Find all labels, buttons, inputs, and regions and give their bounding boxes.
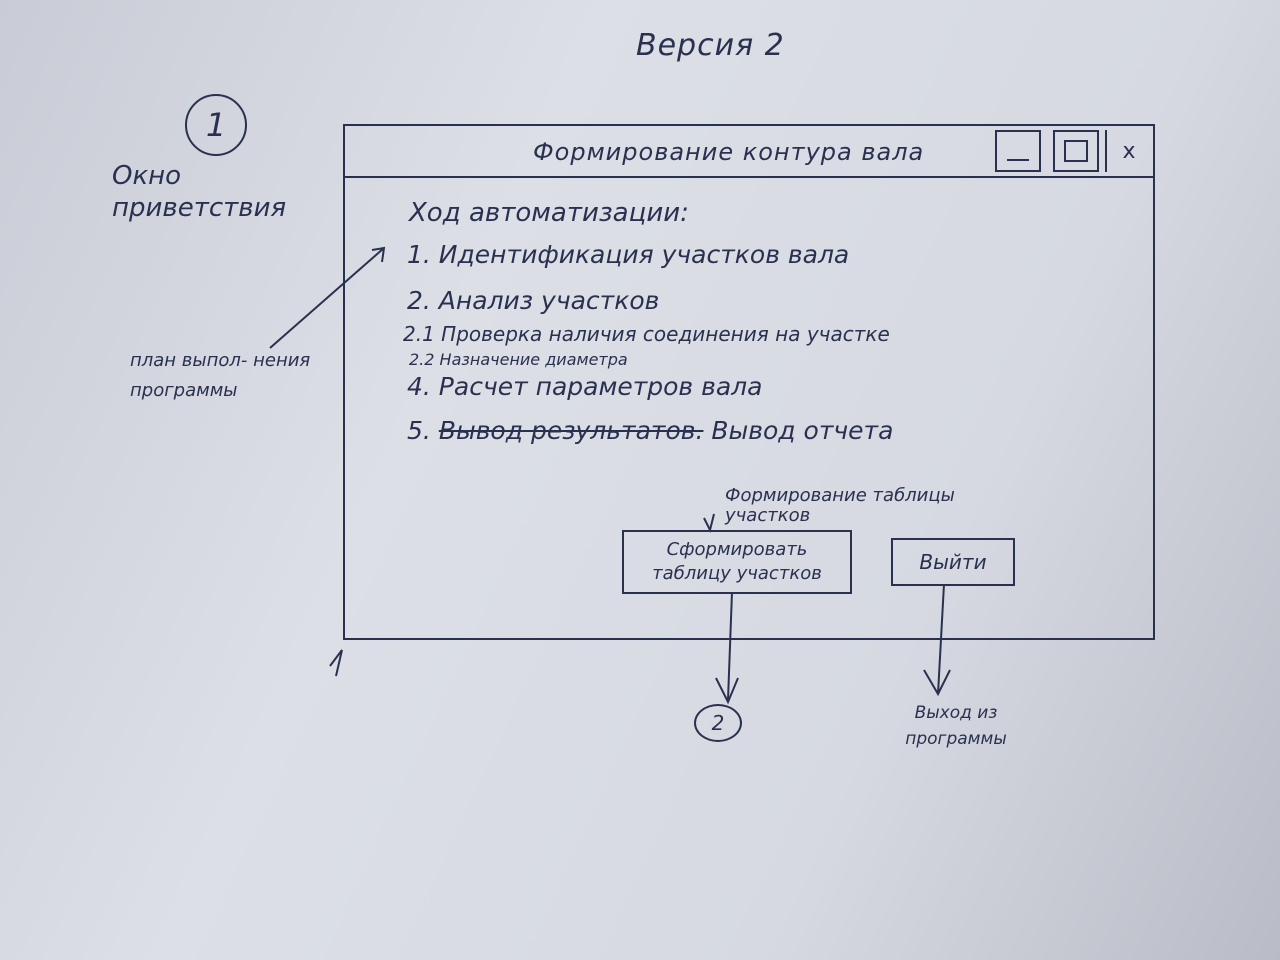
version-title: Версия 2 [636,28,785,63]
maximize-button[interactable] [1053,130,1099,172]
maximize-icon [1064,140,1088,162]
plan-arrow [269,247,385,349]
close-button[interactable]: x [1105,130,1151,172]
process-heading: Ход автоматизации: [409,198,689,228]
check-mark [703,513,715,533]
step-item: 1. Идентификация участков вала [407,240,850,269]
form-table-arrow [727,591,733,701]
struck-text: Вывод результатов. [438,416,704,445]
form-table-arrowhead [715,677,739,705]
exit-annotation: Выход из программы [905,703,1007,749]
form-table-button[interactable]: Сформировать таблицу участков [622,530,852,594]
plan-arrowhead [371,246,386,263]
step-item: 5. Вывод результатов. Вывод отчета [407,416,893,445]
exit-arrow [937,583,945,695]
form-table-note: Формирование таблицы участков [725,485,955,526]
step-item: 4. Расчет параметров вала [407,372,763,401]
window-title: Формирование контура вала [533,138,925,166]
window-titlebar: Формирование контура вала x [345,126,1153,178]
exit-button[interactable]: Выйти [891,538,1015,586]
welcome-window: Формирование контура вала x Ход автомати… [343,124,1155,640]
substep-item: 2.2 Назначение диаметра [409,350,628,369]
plan-annotation: план выпол- нения программы [130,350,311,401]
exit-arrowhead [923,669,951,697]
screen-name-label: Окно приветствия [112,161,287,223]
screen-2-reference: 2 [694,704,742,742]
screen-number-badge: 1 [185,94,247,156]
minimize-button[interactable] [995,130,1041,172]
window-bottom-edge [345,638,1153,640]
step-item: 2. Анализ участков [407,286,660,315]
corner-scribble [329,649,343,677]
substep-item: 2.1 Проверка наличия соединения на участ… [403,322,890,346]
close-icon: x [1122,138,1136,164]
step-number: 5. [407,416,431,445]
step-text: Вывод отчета [711,416,894,445]
minimize-icon [1007,159,1029,161]
